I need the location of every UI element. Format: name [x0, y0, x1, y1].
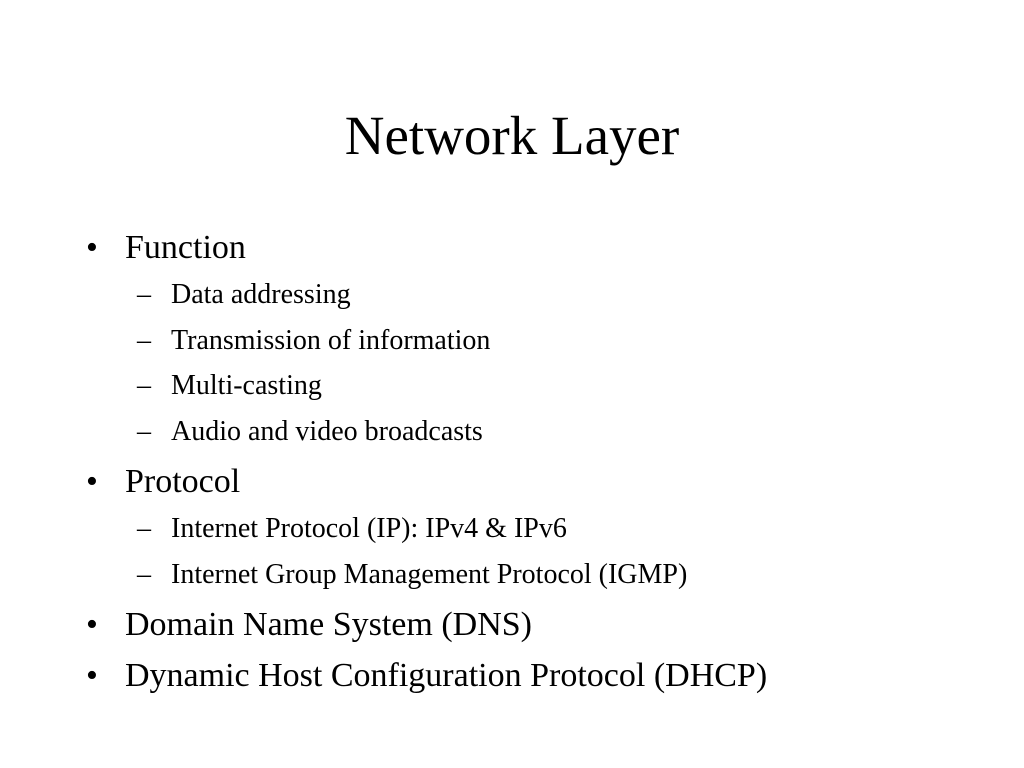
bullet-item-function: • Function – Data addressing – Transmiss… — [84, 225, 984, 454]
sub-item: – Internet Protocol (IP): IPv4 & IPv6 — [137, 506, 984, 552]
sub-item: – Internet Group Management Protocol (IG… — [137, 552, 984, 598]
bullet-item-protocol: • Protocol – Internet Protocol (IP): IPv… — [84, 459, 984, 597]
bullet-row: • Domain Name System (DNS) — [84, 602, 984, 648]
bullet-list: • Function – Data addressing – Transmiss… — [84, 225, 984, 704]
sub-marker: – — [137, 370, 151, 401]
bullet-marker: • — [86, 657, 98, 694]
bullet-marker: • — [86, 606, 98, 643]
bullet-marker: • — [86, 229, 98, 266]
sub-list: – Internet Protocol (IP): IPv4 & IPv6 – … — [84, 506, 984, 597]
sub-text: Internet Group Management Protocol (IGMP… — [171, 558, 688, 590]
bullet-item-dns: • Domain Name System (DNS) — [84, 602, 984, 648]
bullet-text: Protocol — [125, 463, 241, 500]
sub-marker: – — [137, 324, 151, 356]
sub-text: Internet Protocol (IP): IPv4 & IPv6 — [171, 513, 567, 544]
bullet-marker: • — [86, 463, 98, 500]
sub-text: Audio and video broadcasts — [171, 415, 483, 447]
bullet-row: • Function — [84, 225, 984, 271]
sub-item: – Data addressing — [137, 272, 984, 318]
sub-item: – Transmission of information — [137, 318, 984, 364]
bullet-text: Domain Name System (DNS) — [125, 606, 533, 643]
bullet-text: Function — [125, 229, 246, 266]
bullet-item-dhcp: • Dynamic Host Configuration Protocol (D… — [84, 653, 984, 699]
slide-title: Network Layer — [344, 105, 680, 166]
sub-item: – Audio and video broadcasts — [137, 409, 984, 455]
sub-list: – Data addressing – Transmission of info… — [84, 272, 984, 454]
sub-text: Data addressing — [171, 279, 351, 310]
sub-marker: – — [137, 513, 151, 544]
bullet-row: • Protocol — [84, 459, 984, 505]
sub-text: Transmission of information — [171, 324, 491, 356]
sub-item: – Multi-casting — [137, 363, 984, 409]
sub-marker: – — [137, 279, 151, 310]
sub-text: Multi-casting — [171, 370, 322, 401]
bullet-row: • Dynamic Host Configuration Protocol (D… — [84, 653, 984, 699]
bullet-text: Dynamic Host Configuration Protocol (DHC… — [125, 657, 768, 694]
sub-marker: – — [137, 415, 151, 447]
sub-marker: – — [137, 558, 151, 590]
